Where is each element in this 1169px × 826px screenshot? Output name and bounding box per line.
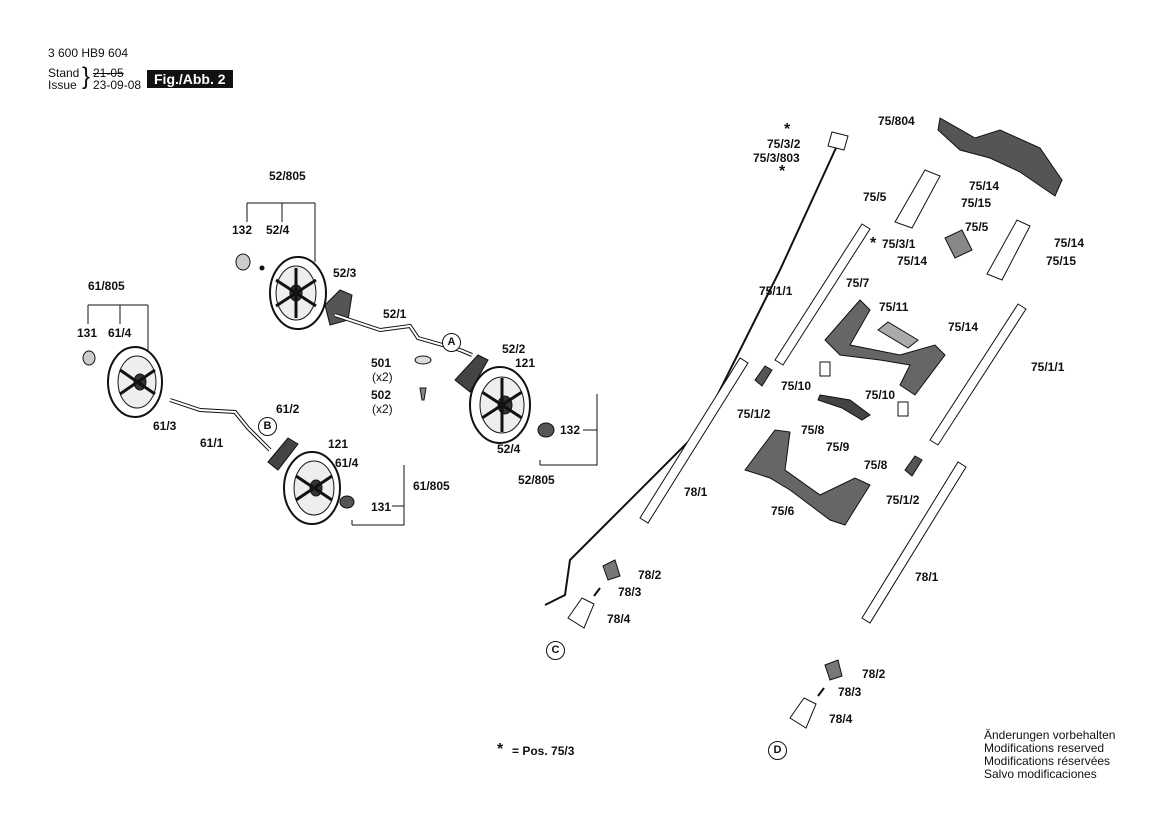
part-label: 75/3/803 [753,151,800,165]
figure-badge: Fig./Abb. 2 [147,70,233,88]
part-label: 61/4 [335,456,359,470]
part-label: 75/15 [1046,254,1077,268]
part-label: 75/1/1 [1031,360,1065,374]
part-label: 131 [371,500,392,514]
part-label: 52/3 [333,266,357,280]
part-label: 52/4 [266,223,290,237]
legend-star-icon: * [497,741,504,758]
star-icon: * [870,235,877,252]
frame-75-7 [824,299,946,396]
part-label: 132 [560,423,581,437]
part-label: 75/1/2 [886,493,920,507]
legend-text: = Pos. 75/3 [512,744,575,758]
part-label: 78/4 [829,712,853,726]
part-label: 78/3 [838,685,862,699]
part-label: 75/3/2 [767,137,801,151]
part-label: 75/14 [969,179,1000,193]
part-label: 75/1/1 [759,284,793,298]
callout-a: A [442,333,461,352]
hub-cap-132-top [235,253,265,271]
callout-b: B [258,417,277,436]
part-label: 75/8 [801,423,825,437]
part-label: 75/1/2 [737,407,771,421]
wheel-52-bottom [469,366,531,444]
part-label: 61/3 [153,419,177,433]
part-label: 75/11 [879,300,909,314]
part-label: 75/7 [846,276,870,290]
part-label: 75/6 [771,504,795,518]
part-label: 78/1 [915,570,939,584]
callout-c: C [546,641,565,660]
part-label: 131 [77,326,98,340]
part-label: 121 [328,437,349,451]
part-label: 52/4 [497,442,521,456]
star-icon: * [779,163,786,180]
part-label: 52/2 [502,342,526,356]
note-fr: Modifications réservées [984,754,1111,768]
brace-icon: } [82,63,91,90]
part-label: 61/1 [200,436,224,450]
callout-d: D [768,741,787,760]
part-label: 78/2 [638,568,662,582]
part-label: 75/8 [864,458,888,472]
part-qty: (x2) [372,402,393,416]
note-en: Modifications reserved [984,741,1105,755]
stand-label: Stand [48,66,80,80]
cable-75-3 [544,139,841,606]
part-label: 78/1 [684,485,708,499]
part-label: 78/2 [862,667,886,681]
part-label: 75/804 [878,114,915,128]
part-qty: (x2) [372,370,393,384]
part-label: 75/10 [781,379,812,393]
wheel-61-left [107,346,163,418]
part-label: 75/3/1 [882,237,916,251]
part-label: 132 [232,223,253,237]
base-75-6 [744,429,871,526]
part-label: 52/1 [383,307,407,321]
part-label: 501 [371,356,392,370]
part-label: 61/805 [413,479,450,493]
part-label: 502 [371,388,392,402]
wheel-52-top [269,256,327,330]
old-date: 21-05 [93,66,124,80]
part-label: 75/14 [948,320,979,334]
part-label: 52/805 [518,473,555,487]
part-label: 75/10 [865,388,896,402]
wheel-61-bottom [283,451,341,525]
part-label: 61/805 [88,279,125,293]
part-label: 52/805 [269,169,306,183]
part-label: 75/14 [897,254,928,268]
cover-52-3 [324,289,353,326]
handle-75-804 [937,117,1063,197]
part-label: 75/9 [826,440,850,454]
part-label: 121 [515,356,536,370]
part-label: 75/5 [965,220,989,234]
part-label: 61/4 [108,326,132,340]
part-label: 75/5 [863,190,887,204]
part-label: 75/14 [1054,236,1085,250]
part-label: 78/3 [618,585,642,599]
note-de: Änderungen vorbehalten [984,728,1116,742]
part-label: 61/2 [276,402,300,416]
star-icon: * [784,121,791,138]
new-date: 23-09-08 [93,78,142,92]
doc-number: 3 600 HB9 604 [48,46,129,60]
note-es: Salvo modificaciones [984,767,1097,781]
part-label: 75/15 [961,196,992,210]
issue-label: Issue [48,78,77,92]
part-label: 78/4 [607,612,631,626]
